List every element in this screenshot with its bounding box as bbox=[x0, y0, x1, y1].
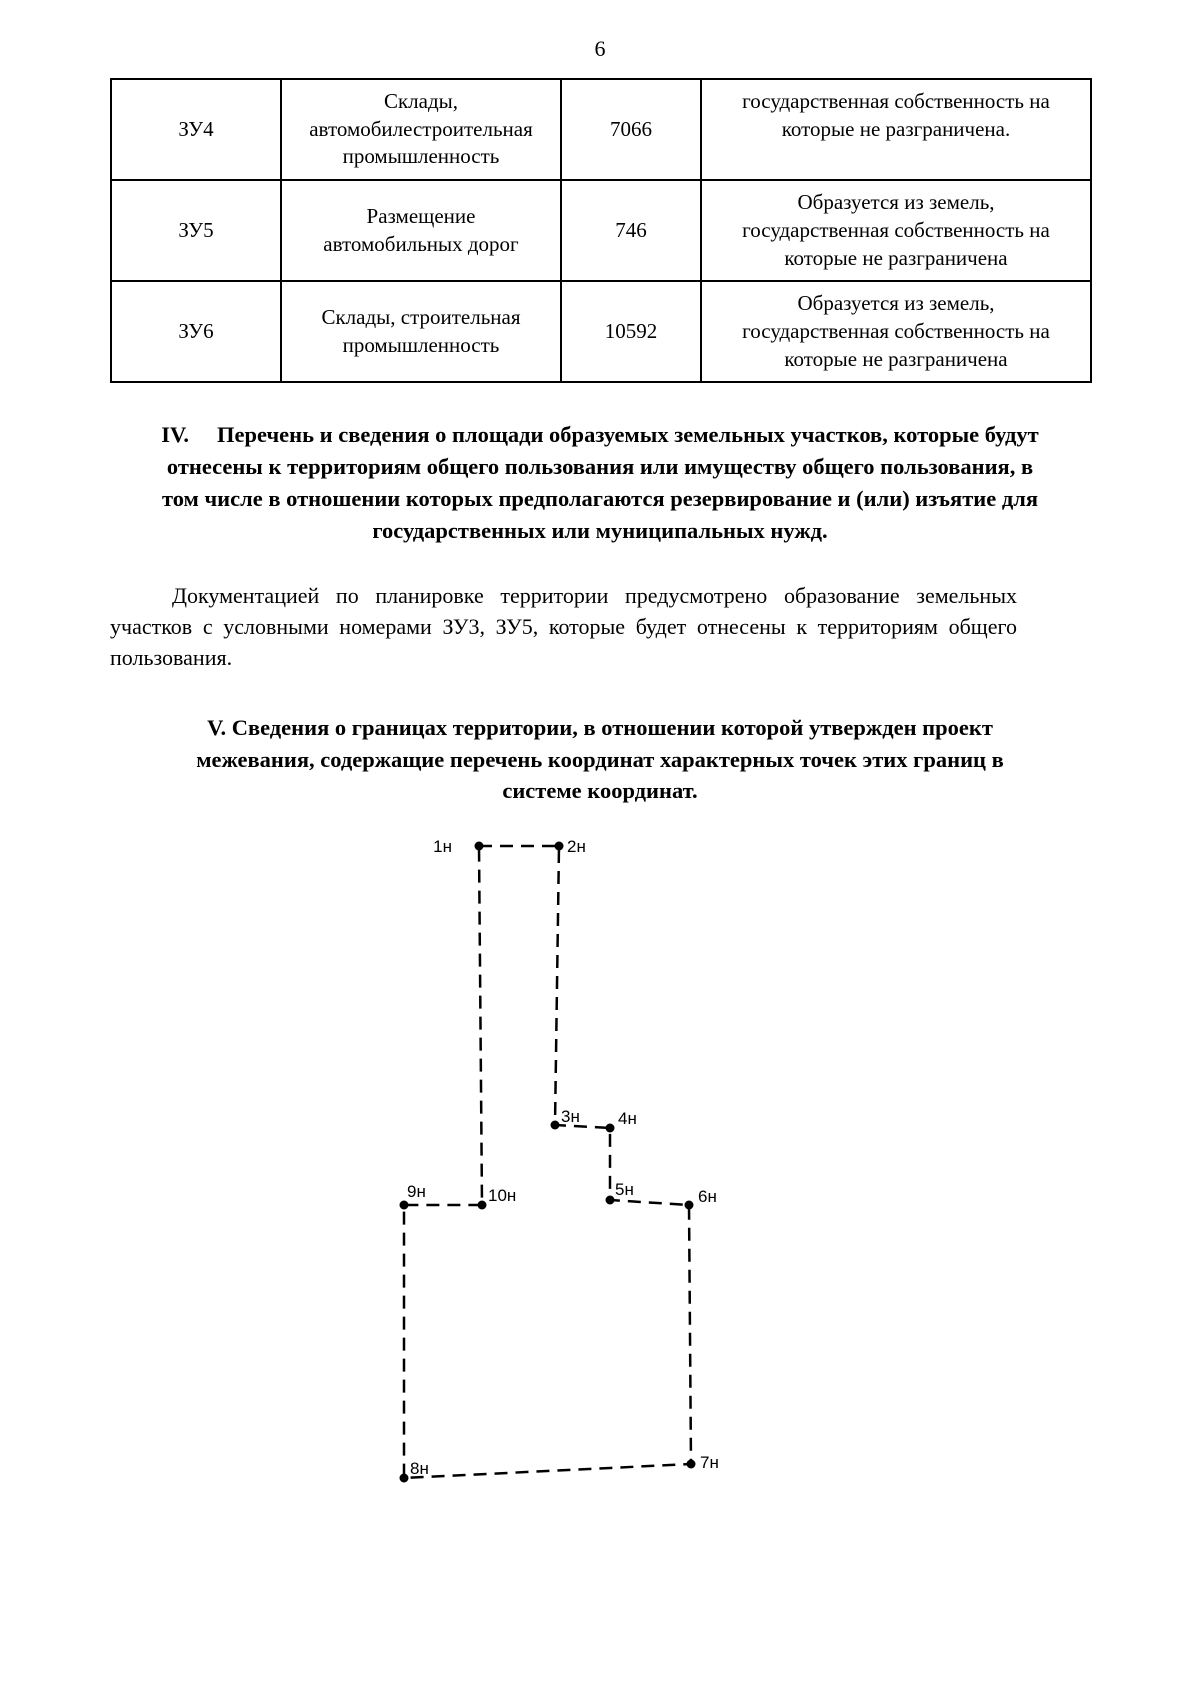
boundary-point bbox=[477, 1200, 487, 1210]
boundary-diagram: 1н 2н 3н 4н 5н 6н 7н 8н 9н 10н bbox=[0, 821, 1200, 1521]
parcel-note: Образуется из земель, государственная со… bbox=[700, 179, 1092, 283]
boundary-point-label: 6н bbox=[698, 1187, 717, 1206]
boundary-diagram-svg: 1н 2н 3н 4н 5н 6н 7н 8н 9н 10н bbox=[399, 837, 719, 1483]
parcel-usage: Склады, автомобилестроительная промышлен… bbox=[280, 77, 562, 182]
boundary-point-label: 2н bbox=[567, 837, 586, 856]
boundary-polygon bbox=[402, 845, 693, 1480]
boundary-point-label: 9н bbox=[407, 1182, 426, 1201]
boundary-point-label: 10н bbox=[488, 1186, 516, 1205]
boundary-point-label: 4н bbox=[618, 1109, 637, 1128]
boundary-point bbox=[550, 1120, 560, 1130]
section-iv-text: Перечень и сведения о площади образуемых… bbox=[161, 422, 1039, 544]
body-paragraph: Документацией по планировке территории п… bbox=[110, 583, 1017, 670]
boundary-point-label: 5н bbox=[615, 1180, 634, 1199]
parcels-table: ЗУ4 Склады, автомобилестроительная промы… bbox=[110, 77, 1092, 384]
boundary-point bbox=[684, 1200, 694, 1210]
parcel-note: государственная собственность на которые… bbox=[700, 77, 1092, 182]
boundary-point-label: 3н bbox=[561, 1107, 580, 1126]
section-iv-heading: IV.Перечень и сведения о площади образуе… bbox=[160, 419, 1040, 547]
boundary-point-label: 1н bbox=[433, 837, 452, 856]
table-row: ЗУ4 Склады, автомобилестроительная промы… bbox=[110, 77, 1092, 182]
boundary-point bbox=[399, 1200, 409, 1210]
boundary-point bbox=[605, 1123, 615, 1133]
parcel-area: 10592 bbox=[560, 280, 702, 384]
parcel-id: ЗУ5 bbox=[110, 179, 282, 283]
section-v-heading: V. Сведения о границах территории, в отн… bbox=[196, 714, 1004, 804]
table-row: ЗУ5 Размещение автомобильных дорог 746 О… bbox=[110, 179, 1092, 283]
parcel-id: ЗУ4 bbox=[110, 77, 282, 182]
boundary-point-label: 7н bbox=[700, 1453, 719, 1472]
parcel-id: ЗУ6 bbox=[110, 280, 282, 384]
boundary-point bbox=[686, 1459, 696, 1469]
parcel-note: Образуется из земель, государственная со… bbox=[700, 280, 1092, 384]
table-row: ЗУ6 Склады, строительная промышленность … bbox=[110, 280, 1092, 384]
boundary-point bbox=[554, 841, 564, 851]
page-number: 6 bbox=[594, 36, 606, 61]
parcel-usage: Размещение автомобильных дорог bbox=[280, 179, 562, 283]
section-iv-number: IV. bbox=[161, 422, 190, 448]
boundary-point bbox=[399, 1473, 409, 1483]
parcel-area: 7066 bbox=[560, 77, 702, 182]
parcel-usage: Склады, строительная промышленность bbox=[280, 280, 562, 384]
parcel-area: 746 bbox=[560, 179, 702, 283]
boundary-point-label: 8н bbox=[410, 1459, 429, 1478]
boundary-point bbox=[605, 1195, 615, 1205]
boundary-point bbox=[474, 841, 484, 851]
